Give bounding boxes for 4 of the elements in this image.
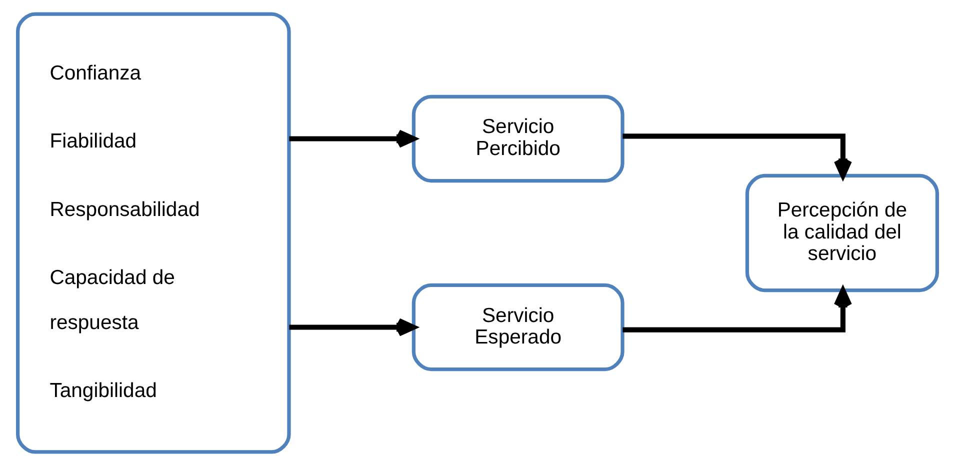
node-box: Servicio Esperado [412,283,624,372]
node-box: Servicio Percibido [412,94,624,183]
node-box: Confianza Fiabilidad Responsabilidad Capacidad de respuesta Tangibilidad [16,12,291,454]
node-box: Percepción de la calidad del servicio [745,174,940,292]
